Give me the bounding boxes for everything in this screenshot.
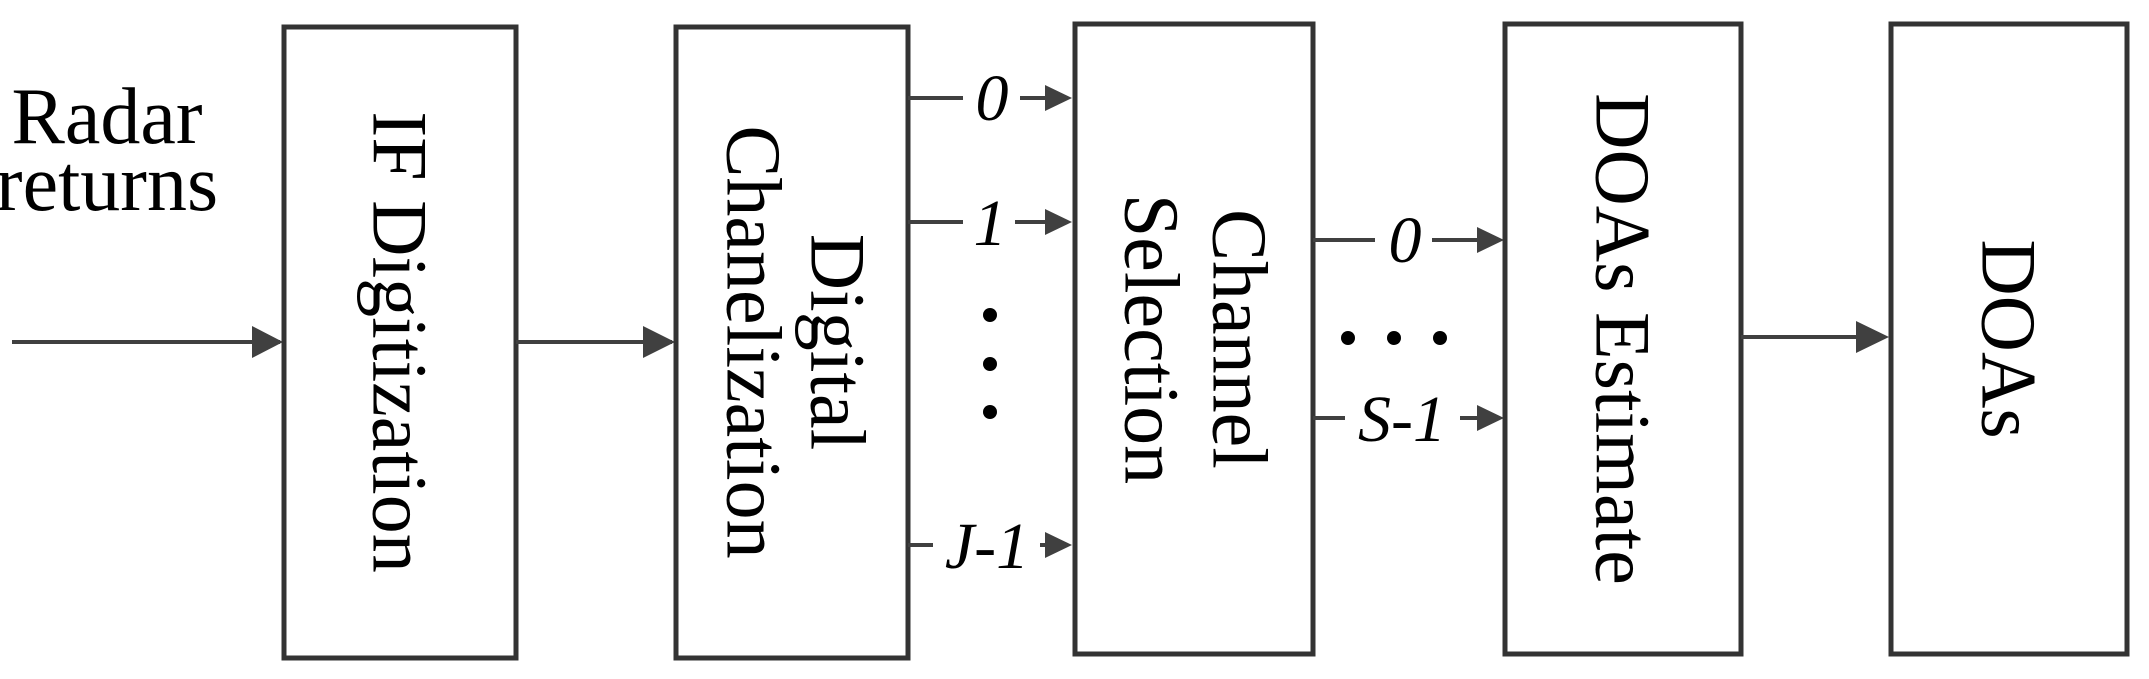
channel-selection-label-line1: Channel [1197,209,1284,469]
channel-label-j-1: J-1 [945,510,1029,583]
selected-label-0: 0 [1389,204,1422,277]
channel-ellipsis-dot-1 [983,308,997,322]
selected-ellipsis-dot-3 [1433,331,1447,345]
channel-arrowhead-0 [1045,85,1072,111]
doas-estimate-label: DOAs Estimate [1580,93,1667,585]
selected-arrowhead-0 [1477,227,1504,253]
selected-arrowhead-s [1477,405,1504,431]
channel-ellipsis-dot-3 [983,405,997,419]
doas-block [1888,21,2130,657]
selected-label-s-1: S-1 [1358,383,1446,456]
channel-label-0: 0 [976,62,1009,135]
channel-arrowhead-j [1045,532,1072,558]
channel-selection-block [1072,21,1316,657]
digital-chanelization-label-line2: Chanelization [711,125,798,558]
selected-ellipsis-dot-1 [1341,331,1355,345]
digital-chanelization-block [673,24,911,661]
doas-estimate-block [1502,21,1744,657]
channel-selection-label-line2: Selection [1109,194,1196,484]
input-arrowhead [252,326,283,358]
arrowhead-estimate-to-doas [1856,321,1889,353]
if-digitization-block [281,24,519,661]
channel-arrowhead-1 [1045,209,1072,235]
doas-label: DOAs [1966,239,2053,438]
channel-ellipsis-dot-2 [983,357,997,371]
selected-ellipsis-dot-2 [1387,331,1401,345]
input-label-line2: returns [0,140,218,228]
input-label-line1: Radar [11,73,202,161]
if-digitization-label: IF Digitization [357,111,444,572]
digital-chanelization-label-line1: Digital [795,234,882,451]
arrowhead-digitization-to-chanelization [643,326,675,358]
channel-label-1: 1 [974,187,1007,260]
